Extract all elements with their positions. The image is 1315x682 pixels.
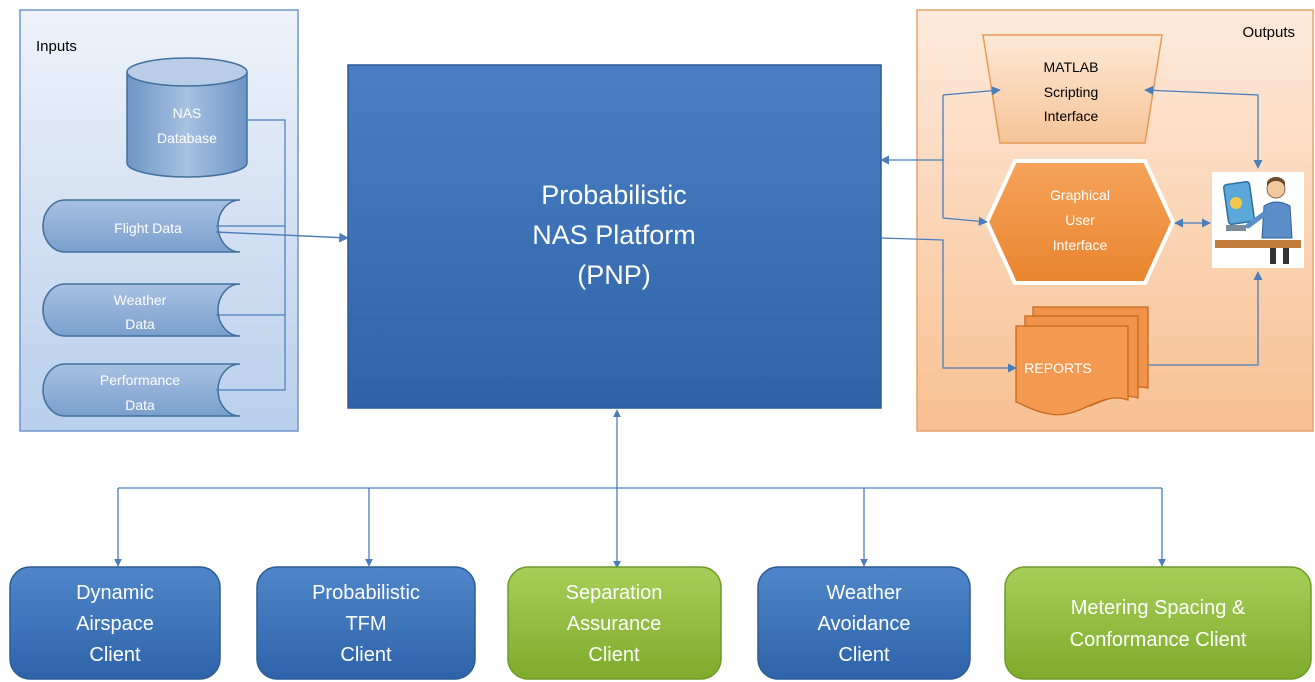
client-label: Conformance Client (1070, 629, 1247, 651)
client-label: Client (89, 644, 141, 666)
gui-label-1: Graphical (1050, 187, 1110, 203)
reports-label: REPORTS (1024, 360, 1091, 376)
user-at-computer-icon (1212, 172, 1304, 268)
client-bus-lines (114, 409, 1166, 569)
inputs-to-pnp-arrow (215, 231, 349, 243)
client-label: Separation (566, 582, 663, 604)
graphical-user-interface-shape: Graphical User Interface (984, 159, 1176, 285)
pnp-label-line2: NAS Platform (532, 220, 696, 250)
outputs-title: Outputs (1242, 24, 1295, 41)
nas-database-label-1: NAS (173, 105, 202, 121)
nas-database-label-2: Database (157, 130, 217, 146)
inputs-title: Inputs (36, 38, 77, 55)
client-dynamic-airspace: Dynamic Airspace Client (9, 566, 221, 680)
client-label: TFM (345, 613, 386, 635)
pnp-label-line3: (PNP) (577, 260, 651, 290)
performance-data-tape: Performance Data (42, 363, 241, 417)
matlab-label-2: Scripting (1044, 84, 1098, 100)
client-label: Client (588, 644, 640, 666)
client-weather-avoidance: Weather Avoidance Client (757, 566, 971, 680)
performance-data-label-2: Data (125, 397, 155, 413)
gui-label-2: User (1065, 212, 1095, 228)
inputs-connector-lines (216, 119, 286, 391)
outputs-connector-lines (880, 85, 1263, 373)
pnp-label-line1: Probabilistic (541, 180, 687, 210)
client-label: Weather (826, 582, 902, 604)
reports-document-stack: REPORTS (1015, 306, 1149, 416)
flight-data-tape: Flight Data (42, 199, 241, 253)
client-label: Probabilistic (312, 582, 420, 604)
client-separation-assurance: Separation Assurance Client (507, 566, 722, 680)
performance-data-label-1: Performance (100, 372, 180, 388)
client-metering-spacing-conformance: Metering Spacing & Conformance Client (1004, 566, 1312, 680)
matlab-label-3: Interface (1044, 108, 1099, 124)
matlab-label-1: MATLAB (1044, 59, 1099, 75)
pnp-platform-box (347, 64, 882, 409)
client-label: Dynamic (76, 582, 154, 604)
client-label: Metering Spacing & (1071, 597, 1246, 619)
weather-data-tape: Weather Data (42, 283, 241, 337)
client-label: Client (340, 644, 392, 666)
nas-database-cylinder: NAS Database (126, 57, 248, 178)
weather-data-label-2: Data (125, 316, 155, 332)
client-label: Assurance (567, 613, 662, 635)
client-probabilistic-tfm: Probabilistic TFM Client (256, 566, 476, 680)
weather-data-label-1: Weather (114, 292, 167, 308)
gui-label-3: Interface (1053, 237, 1108, 253)
client-label: Client (838, 644, 890, 666)
matlab-scripting-interface-shape: MATLAB Scripting Interface (982, 34, 1163, 144)
client-label: Airspace (76, 613, 154, 635)
flight-data-label: Flight Data (114, 220, 182, 236)
client-label: Avoidance (817, 613, 910, 635)
